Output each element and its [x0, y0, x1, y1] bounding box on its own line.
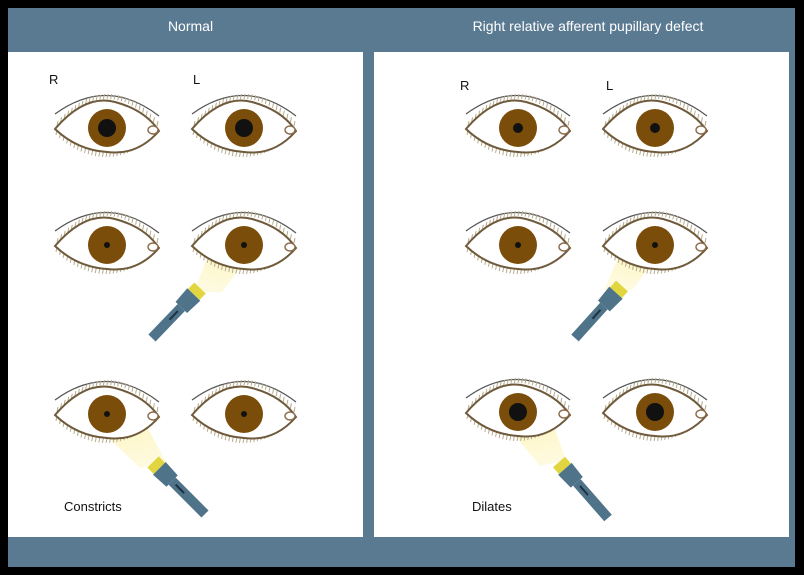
panel-title-rapd: Right relative afferent pupillary defect: [472, 18, 704, 34]
pupil: [235, 119, 253, 137]
flashlight-handle: [573, 479, 612, 522]
normal-row2-left-eye: [190, 210, 298, 275]
flashlight-handle: [571, 302, 608, 342]
caruncle: [695, 409, 707, 419]
pupil: [241, 411, 247, 417]
rapd-row3-right-eye: [464, 377, 572, 442]
caruncle: [147, 242, 159, 252]
flashlights-layer: [147, 280, 628, 522]
flashlight-switch: [168, 310, 179, 321]
rapd-row2-right-eye: [464, 210, 572, 275]
rapd-flashlight-left-eye: [571, 280, 628, 342]
eyelid-crease: [54, 380, 160, 403]
panel-rapd: [374, 52, 789, 537]
caruncle: [695, 242, 707, 252]
flashlight-handle: [168, 477, 209, 518]
light-beams: [80, 238, 672, 468]
flashlight-head: [175, 288, 201, 314]
normal-left-eye-label: L: [193, 72, 201, 87]
flashlight-switch: [591, 309, 602, 320]
pupil: [646, 403, 664, 421]
normal-row1-right-eye: [53, 93, 161, 158]
caruncle: [147, 125, 159, 135]
rapd-flashlight-right-eye: [552, 456, 612, 522]
rapd-row1-left-eye: [601, 93, 709, 158]
eyelid-crease: [602, 211, 708, 234]
caruncle: [558, 242, 570, 252]
pupil: [513, 123, 523, 133]
pupil: [104, 411, 110, 417]
caruncle: [558, 125, 570, 135]
flashlight-head: [558, 462, 583, 488]
flashlight-switch: [174, 483, 185, 494]
pupil: [104, 242, 110, 248]
caruncle: [147, 411, 159, 421]
normal-row3-left-eye: [190, 379, 298, 444]
caruncle: [284, 411, 296, 421]
flashlight-switch: [579, 485, 589, 496]
eyelid-crease: [602, 378, 708, 401]
eyelid-crease: [54, 211, 160, 234]
pupil: [98, 119, 116, 137]
rapd-row2-left-eye: [601, 210, 709, 275]
eyelid-crease: [54, 94, 160, 117]
pupil: [652, 242, 658, 248]
eyelid-crease: [191, 94, 297, 117]
panel-title-normal: Normal: [167, 18, 214, 34]
flashlight-lens-band: [552, 456, 571, 475]
flashlight-head: [153, 462, 178, 487]
pupil: [650, 123, 660, 133]
rapd-right-eye-label: R: [460, 78, 470, 93]
normal-row2-right-eye: [53, 210, 161, 275]
eyes-layer: [53, 93, 709, 444]
rapd-row3-left-eye: [601, 377, 709, 442]
flashlight-handle: [148, 304, 185, 342]
pupil: [509, 403, 527, 421]
eyelid-crease: [191, 380, 297, 403]
caruncle: [284, 125, 296, 135]
flashlight-head: [597, 286, 623, 312]
caruncle: [558, 409, 570, 419]
eyelid-crease: [465, 94, 571, 117]
normal-flashlight-left-eye: [148, 282, 206, 342]
eyelid-crease: [602, 94, 708, 117]
eyelid-crease: [465, 378, 571, 401]
eyelid-crease: [465, 211, 571, 234]
caption-constricts: Constricts: [64, 499, 122, 514]
caruncle: [284, 242, 296, 252]
normal-row1-left-eye: [190, 93, 298, 158]
rapd-row1-right-eye: [464, 93, 572, 158]
normal-row3-right-eye: [53, 379, 161, 444]
flashlight-lens-band: [610, 280, 628, 299]
normal-right-eye-label: R: [49, 72, 59, 87]
rapd-left-eye-label: L: [606, 78, 614, 93]
flashlight-lens-band: [187, 282, 206, 301]
flashlight-lens-band: [147, 456, 166, 475]
eyelash-fringe: [55, 210, 159, 275]
caption-dilates: Dilates: [472, 499, 512, 514]
pupil: [515, 242, 521, 248]
pupil: [241, 242, 247, 248]
caruncle: [695, 125, 707, 135]
figure-frame: Normal Right relative afferent pupillary…: [8, 8, 795, 567]
normal-flashlight-right-eye: [147, 456, 209, 518]
eyelid-crease: [191, 211, 297, 234]
